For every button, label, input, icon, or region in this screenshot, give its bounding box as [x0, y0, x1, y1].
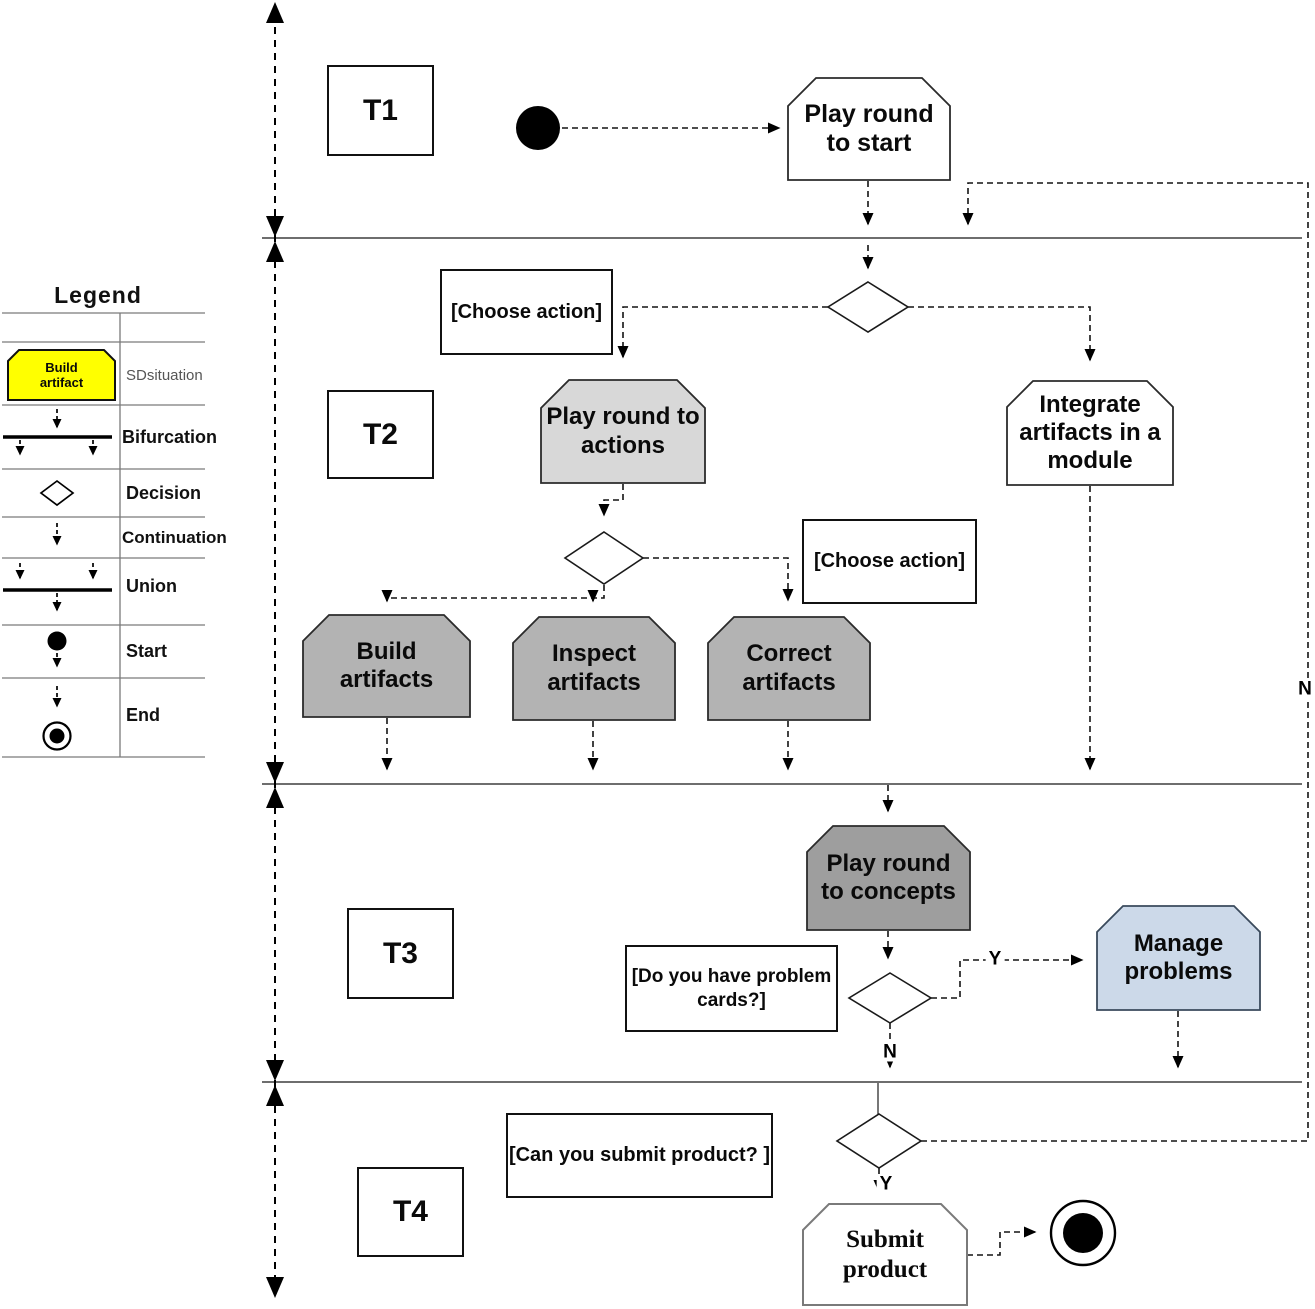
activity-submit-product: Submit product	[842, 1226, 928, 1283]
activity-correct-artifacts: Correct artifacts	[742, 640, 836, 696]
decision-2-icon	[563, 531, 645, 585]
yes-t3-connector	[931, 954, 1084, 999]
activity-shape-play-round-to-concepts	[806, 825, 971, 931]
activity-shape-manage-problems	[1096, 905, 1261, 1011]
activity-shape-integrate-artifacts	[1006, 380, 1174, 486]
start-node-icon	[516, 106, 560, 150]
legend-sample-label: Build artifact	[39, 359, 84, 390]
timeline-arrow-icon	[266, 1060, 284, 1081]
activity-shape-play-round-to-actions	[540, 379, 706, 484]
activity-shape-play-round-to-start	[787, 77, 951, 181]
lane-lines	[262, 237, 1302, 1083]
note-choose-action-1: [Choose action]	[440, 269, 613, 355]
legend-sdsituation-icon	[7, 349, 116, 401]
decision-1-icon	[826, 281, 910, 333]
branch-label-yes-t4: Y	[876, 1174, 896, 1194]
timeline-arrow-bottom-icon	[266, 1277, 284, 1298]
activity-shape-correct-artifacts	[707, 616, 871, 721]
legend-row-label: End	[126, 704, 160, 725]
activity-integrate-artifacts: Integrate artifacts in a module	[1019, 390, 1161, 475]
legend-symbols	[3, 349, 116, 751]
period-box-t3: T3	[347, 908, 454, 999]
period-box-t4: T4	[357, 1167, 464, 1257]
timeline-arrow-icon	[266, 216, 284, 237]
note-submit-question: [Can you submit product? ]	[506, 1113, 773, 1198]
note-problem-cards: [Do you have problem cards?]	[625, 945, 838, 1032]
legend-row-label: Bifurcation	[122, 426, 218, 447]
legend-row-label: SDsituation	[126, 366, 203, 384]
timeline	[266, 2, 284, 1298]
decision-3-icon	[847, 972, 933, 1024]
branch-label-no-t4: N	[1295, 679, 1315, 699]
activity-play-round-to-actions: Play round to actions	[546, 403, 700, 459]
no-feedback-connector	[921, 182, 1309, 1142]
legend-end-icon	[42, 686, 72, 751]
note-choose-action-2: [Choose action]	[802, 519, 977, 604]
period-box-t1: T1	[327, 65, 434, 156]
timeline-arrow-icon	[266, 787, 284, 808]
end-node-icon	[1049, 1199, 1117, 1267]
legend-row-label: Continuation	[122, 528, 227, 547]
activity-play-round-to-start: Play round to start	[804, 99, 934, 158]
activity-build-artifacts: Build artifacts	[339, 637, 434, 693]
activity-shape-build-artifacts	[302, 614, 471, 718]
activity-shape-submit-product	[802, 1203, 968, 1306]
legend-start-icon	[47, 631, 67, 668]
branch-label-yes-t3: Y	[985, 949, 1005, 969]
legend-row-label: Decision	[126, 482, 202, 503]
legend-union-icon	[3, 563, 112, 612]
legend-row-label: Start	[126, 640, 168, 661]
activity-manage-problems: Manage problems	[1124, 929, 1233, 985]
branch-label-no-t3: N	[880, 1042, 900, 1062]
legend-row-label: Union	[126, 575, 177, 596]
timeline-arrow-icon	[266, 762, 284, 783]
period-box-t2: T2	[327, 390, 434, 479]
timeline-arrow-icon	[266, 1085, 284, 1106]
decision-4-icon	[835, 1113, 923, 1169]
activity-play-round-to-concepts: Play round to concepts	[821, 849, 956, 905]
legend-grid	[2, 312, 205, 758]
legend-bifurcation-icon	[3, 409, 112, 456]
activity-shape-inspect-artifacts	[512, 616, 676, 721]
activity-inspect-artifacts: Inspect artifacts	[547, 640, 641, 696]
legend-decision-icon	[39, 479, 75, 507]
timeline-arrow-icon	[266, 241, 284, 262]
legend-title: Legend	[54, 281, 142, 308]
timeline-arrow-top-icon	[266, 2, 284, 23]
